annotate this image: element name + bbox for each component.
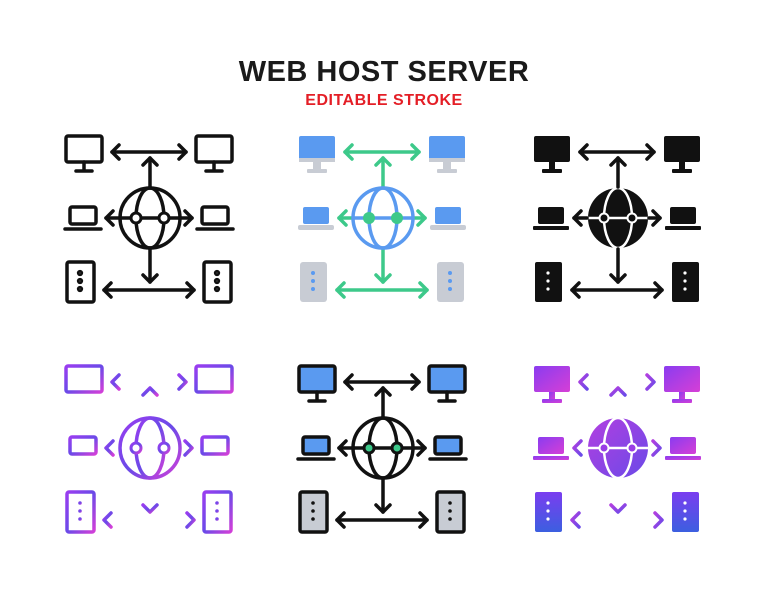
web-host-server-outline-icon (62, 132, 242, 312)
web-host-server-gradient-outline-icon (62, 362, 242, 542)
page-subtitle: EDITABLE STROKE (305, 92, 463, 109)
web-host-server-glyph-icon (530, 132, 710, 312)
page-title: WEB HOST SERVER (238, 56, 530, 88)
web-host-server-gradient-glyph-icon (530, 362, 710, 542)
web-host-server-filled-outline-icon (295, 362, 475, 542)
web-host-server-flat-color-icon (295, 132, 475, 312)
